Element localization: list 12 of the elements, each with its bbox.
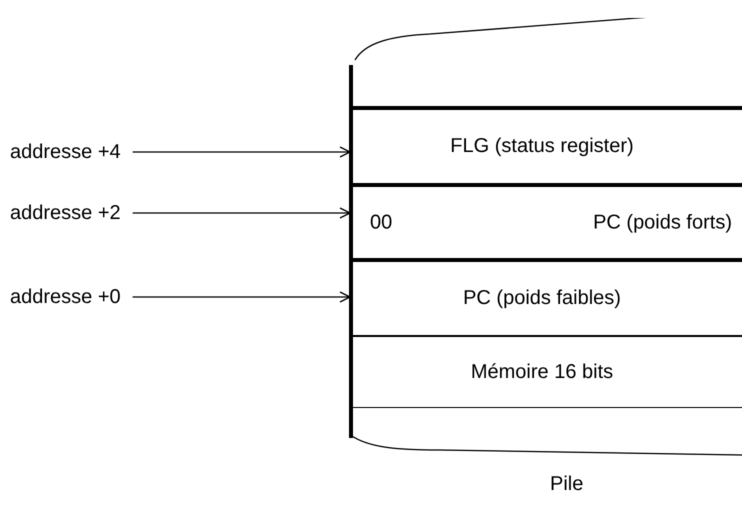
arrow [132,207,351,219]
arrow [132,291,351,303]
memory-cell: Mémoire 16 bits [352,335,742,408]
memory-cell: PC (poids faibles) [352,258,742,335]
address-label: addresse +2 [10,201,121,225]
address-label: addresse +4 [10,140,121,164]
address-label: addresse +0 [10,285,121,309]
memory-cell: FLG (status register) [352,106,742,183]
cell-text: 00 [370,211,394,234]
arrow [132,146,351,158]
stack-title: Pile [550,473,584,496]
cell-text: PC (poids forts) [592,211,732,234]
